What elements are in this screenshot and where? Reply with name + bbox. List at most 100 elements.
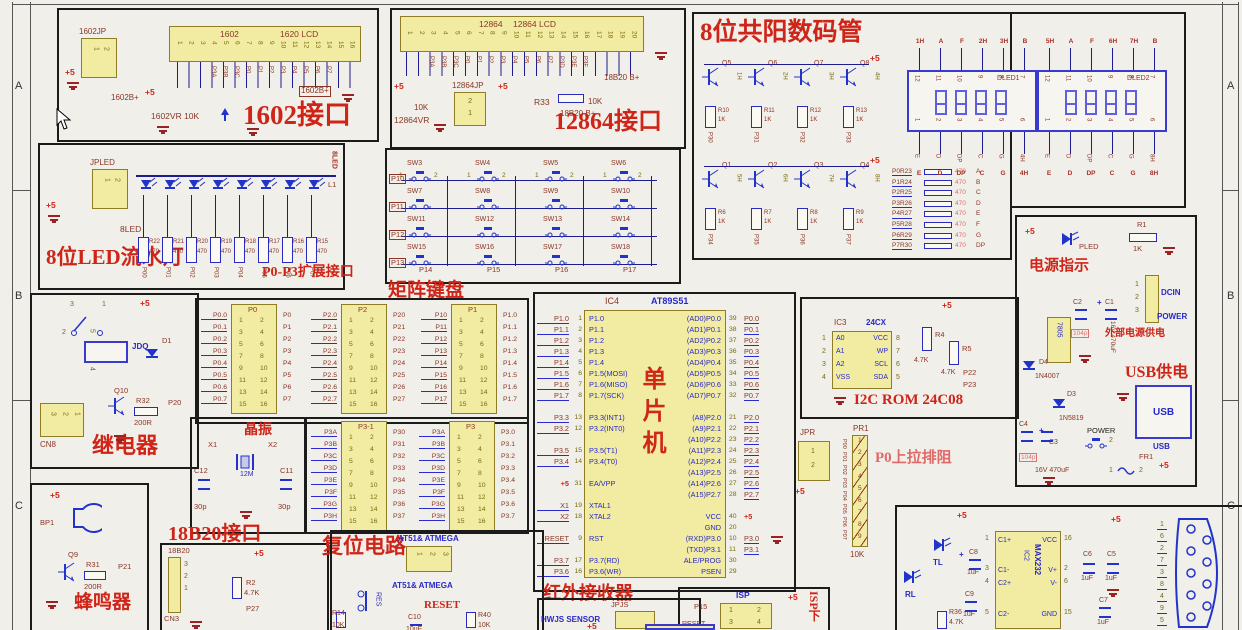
header-left-label: P10 <box>421 312 447 321</box>
header-left-label: P3G <box>419 501 445 510</box>
pin-label: P06 <box>284 267 291 278</box>
header-pin: 14 <box>478 506 486 513</box>
display-bot-label: E <box>1046 170 1052 177</box>
mcu-left-sig: P3.5(T1) <box>589 446 618 455</box>
mcu-right-pin: 30 <box>729 557 737 564</box>
mcu-left-outer: P1.5 <box>537 369 569 380</box>
coil-pin: 5 <box>88 329 96 333</box>
header-pin: 9 <box>457 482 461 489</box>
capacitor-icon <box>1083 563 1095 574</box>
switch-icon <box>545 170 567 182</box>
r14-value: 10K <box>332 622 345 629</box>
pin-label: P04 <box>236 267 243 278</box>
switch-icon <box>409 226 431 238</box>
i2c-ref: IC3 <box>834 318 847 327</box>
i2c-chip <box>832 331 892 389</box>
display-bot-sig: G <box>997 154 1004 159</box>
header-right-label: P1.4 <box>503 360 517 367</box>
header-right-label: P0 <box>283 312 292 319</box>
mcu-left-sig: P1.7(SCK) <box>589 391 624 400</box>
jpr-pin: 2 <box>811 462 815 469</box>
display-pin: 9 <box>1106 75 1113 79</box>
header-signal: P7 <box>546 56 553 64</box>
resistor-r2 <box>232 577 242 599</box>
title-digit-tubes: 8位共阳数码管 <box>700 19 863 46</box>
header-pin: 18 <box>606 31 614 39</box>
db9-pin: 4 <box>1157 593 1167 602</box>
ground-icon <box>157 126 169 134</box>
header-signal: P0 <box>244 66 251 74</box>
header-pin: 3 <box>429 31 437 35</box>
c1-label: C1 <box>1105 299 1114 306</box>
header-pin: 5 <box>222 41 230 45</box>
display-pin: 3 <box>1085 118 1092 122</box>
header-pin: 9 <box>500 31 508 35</box>
resistor <box>705 106 716 128</box>
mcu-left-outer: +5 <box>560 479 569 488</box>
header-pin: 14 <box>480 389 488 396</box>
b18-mid: 18B20 B+ <box>560 109 596 118</box>
switch-label: SW9 <box>543 188 559 195</box>
power-sw-label: POWER <box>1087 426 1116 435</box>
title-relay: 继电器 <box>92 433 159 458</box>
plus5-label: +5 <box>140 298 150 308</box>
header-pin: 10 <box>480 365 488 372</box>
mcu-left-pin: 9 <box>578 535 582 542</box>
partial-connector <box>645 624 715 630</box>
mcu-right-sig: (AD4)P0.4 <box>686 358 721 367</box>
row-label-a-right: A <box>1227 80 1235 92</box>
resistor <box>186 237 197 263</box>
c3-value: 16V 470uF <box>1035 467 1070 474</box>
transistor-icon <box>748 66 768 88</box>
switch-icon <box>613 254 635 266</box>
mcu-left-outer: P1.7 <box>537 391 569 402</box>
header-right-label: P7 <box>283 396 292 403</box>
mcu-left-sig: P1.2 <box>589 336 605 345</box>
display-bot-label: 4H <box>1019 170 1029 177</box>
max-right-pin: 6 <box>1064 578 1068 585</box>
display-top-label: F <box>960 38 964 45</box>
usb-label2: USB <box>1153 442 1170 451</box>
col-label: P16 <box>555 265 569 274</box>
transistor-label: Q5 <box>722 60 731 68</box>
capacitor-icon <box>1099 607 1111 618</box>
network-value: 470 <box>955 199 966 207</box>
network-label: P5R28 <box>892 221 912 230</box>
row-label: P11 <box>389 202 406 213</box>
title-power-indicator: 电源指示 <box>1029 258 1090 274</box>
isp-pin: 1 <box>729 607 733 614</box>
resistor-r40 <box>466 612 476 628</box>
mcu-right-pin: 27 <box>729 480 737 487</box>
header-left-label: P2.3 <box>311 348 337 357</box>
pin-label: P37 <box>844 234 851 245</box>
led-icon <box>258 177 278 195</box>
d3-label: D3 <box>1067 391 1076 398</box>
mcu-left-sig: P3.6(WR) <box>589 567 622 576</box>
resistor-value: 1K <box>810 117 818 123</box>
header-right-label: P20 <box>393 312 406 319</box>
jp-pin: 1 <box>92 47 100 51</box>
display-pin: 2 <box>1064 118 1071 122</box>
header-pin: 14 <box>370 506 378 513</box>
display-bot-sig: C <box>1106 154 1113 159</box>
resistor-value: 1K <box>856 219 864 225</box>
transistor-icon <box>840 66 860 88</box>
transistor-label: Q1 <box>722 162 731 170</box>
r5-label: R5 <box>962 344 972 353</box>
wire <box>215 195 216 237</box>
coil-label: JDQ <box>132 342 149 351</box>
col-label: P17 <box>623 265 637 274</box>
wire <box>167 195 168 237</box>
header-left-label: P0.5 <box>201 372 227 381</box>
resistor-r36 <box>937 611 947 629</box>
i2c-right-sig: WP <box>876 348 888 355</box>
mcu-left-pin: 12 <box>574 425 582 432</box>
c10-label: C10 <box>408 614 421 621</box>
mcu-right-sig: (A14)P2.6 <box>688 479 721 488</box>
mcu-right-pin: 40 <box>729 513 737 520</box>
network-label: P3R26 <box>892 199 912 208</box>
header-pin: 15 <box>337 41 345 49</box>
switch-icon <box>545 198 567 210</box>
jpr-pin: 1 <box>811 448 815 455</box>
header-right-label: P32 <box>393 453 406 460</box>
